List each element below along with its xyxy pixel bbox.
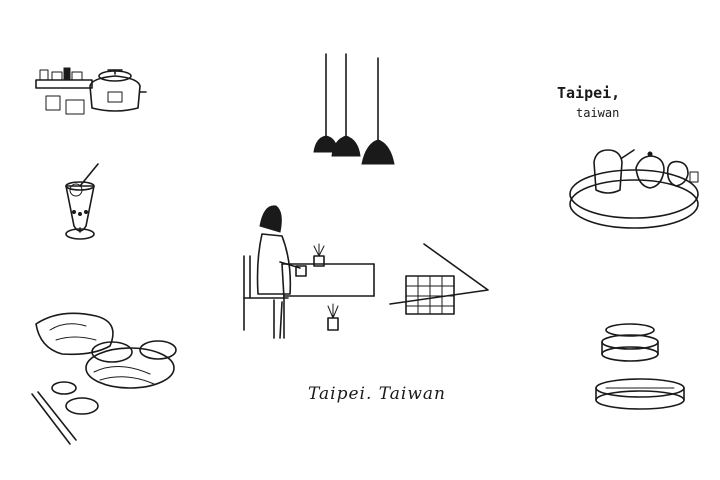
caption-center: Taipei. Taiwan [308, 384, 447, 404]
caption-top-right-line2: taiwan [576, 106, 620, 120]
caption-top-right-line1: Taipei, [557, 84, 621, 102]
